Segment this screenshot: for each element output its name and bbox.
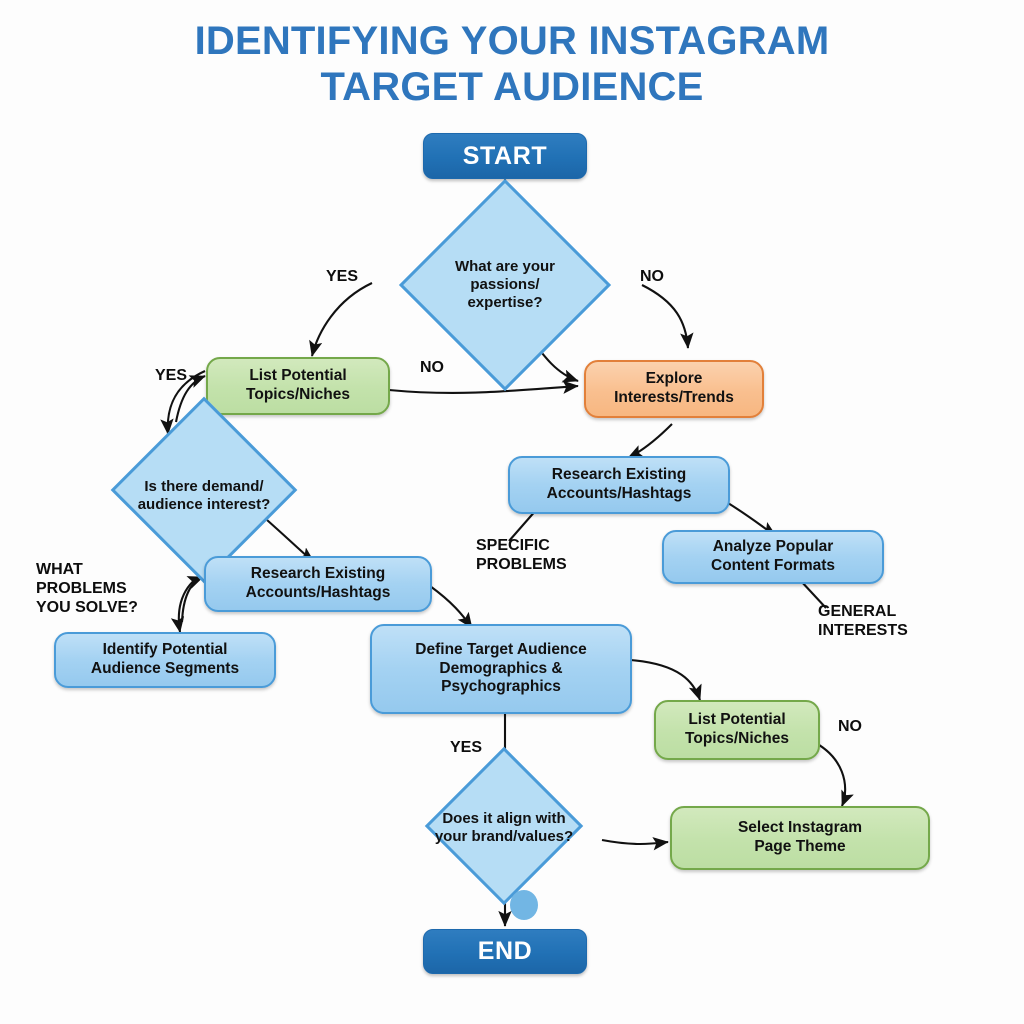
node-decision-demand[interactable]: Is there demand/audience interest? — [78, 396, 330, 584]
node-end[interactable]: END — [423, 929, 587, 974]
title-line-2: Target Audience — [320, 65, 704, 110]
edge-label-yes-align: YES — [450, 739, 483, 756]
edge-explore-to-research-right — [627, 423, 673, 459]
title-line-1: Identifying Your Instagram — [194, 19, 830, 63]
edge-label-no-theme: NO — [838, 718, 862, 735]
edge-label-no-topics: NO — [420, 359, 444, 376]
edge-segments-to-research-left — [180, 576, 204, 623]
decoration-dot-icon — [510, 890, 538, 920]
edge-topics-no-to-explore — [388, 380, 579, 395]
node-end-label: END — [477, 937, 533, 966]
node-decision-demand-label: Is there demand/audience interest? — [137, 477, 271, 513]
edge-research-left-to-segments — [170, 573, 204, 633]
node-start-label: START — [462, 141, 548, 170]
edge-label-yes-demand: YES — [155, 367, 188, 384]
edge-define-to-topics2 — [629, 658, 702, 701]
edge-label-no-passions: NO — [640, 268, 664, 285]
edge-research-left-to-define — [429, 585, 473, 629]
edge-passions-yes — [309, 282, 373, 357]
page-title: Identifying Your Instagram Target Audien… — [0, 18, 1024, 111]
edge-label-yes-passions: YES — [326, 268, 359, 285]
edge-passions-no — [641, 284, 694, 349]
node-start[interactable]: START — [423, 133, 587, 179]
